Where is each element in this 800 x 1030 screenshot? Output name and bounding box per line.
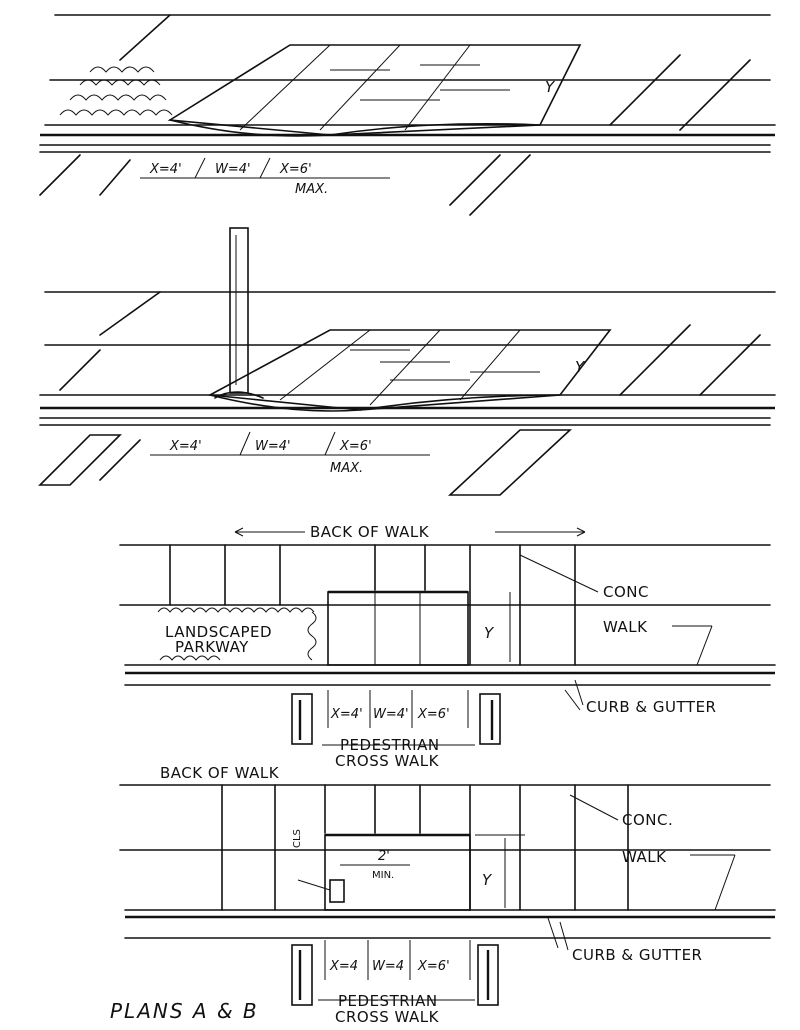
dim-pa-1: X=4' [330,707,363,722]
parkway-label: PARKWAY [175,638,249,656]
dim-a-2: W=4' [215,162,251,177]
plan-a: BACK OF WALK Y LANDSCAPED PARKWA [119,523,776,770]
walk-a: WALK [603,618,648,636]
dim-b-3: X=6' [339,439,372,454]
side-label-pa: Y [484,624,495,642]
dim-a-3: X=6' [279,162,312,177]
dim-a-1: X=4' [149,162,182,177]
back-of-walk-a: BACK OF WALK [310,523,430,541]
cross-walk-a: CROSS WALK [335,752,440,770]
pedestrian-b: PEDESTRIAN [338,992,438,1010]
back-of-walk-b: BACK OF WALK [160,764,280,782]
conc-a: CONC [603,583,649,601]
pedestrian-a: PEDESTRIAN [340,736,440,754]
plan-b: BACK OF WALK CLS 2' MIN. Y [119,764,776,1026]
walk-b: WALK [622,848,667,866]
plans-caption: PLANS A & B [110,999,259,1023]
cross-walk-b: CROSS WALK [335,1008,440,1026]
conc-b: CONC. [622,811,673,829]
side-label-b: Y [575,358,586,376]
sketch-a: Y X=4' W=4' X=6' MAX. [39,14,776,216]
side-label-a: Y [545,78,556,96]
cls-label: CLS [292,829,303,848]
landscaped-label: LANDSCAPED [165,623,272,641]
side-label-pb: Y [482,871,493,889]
dim-pb-3: X=6' [417,959,450,974]
shrub-hatch-a [59,66,173,116]
curb-gutter-b: CURB & GUTTER [572,946,702,964]
dim-pa-3: X=6' [417,707,450,722]
dim-b-2: W=4' [255,439,291,454]
min-label: MIN. [372,870,394,881]
ramp-b [207,329,612,411]
utility-pole [229,227,249,394]
dim-b-1: X=4' [169,439,202,454]
dim-pb-2: W=4 [372,959,404,974]
ramp-a [167,44,582,136]
dim-pa-2: W=4' [373,707,409,722]
curb-gutter-a: CURB & GUTTER [586,698,716,716]
max-label-b: MAX. [330,461,363,476]
dim-pb-1: X=4 [329,959,358,974]
max-label-a: MAX. [295,182,328,197]
two-ft-label: 2' [378,849,390,864]
sketch-b: Y X=4' W=4' X=6' MAX. [38,227,776,496]
